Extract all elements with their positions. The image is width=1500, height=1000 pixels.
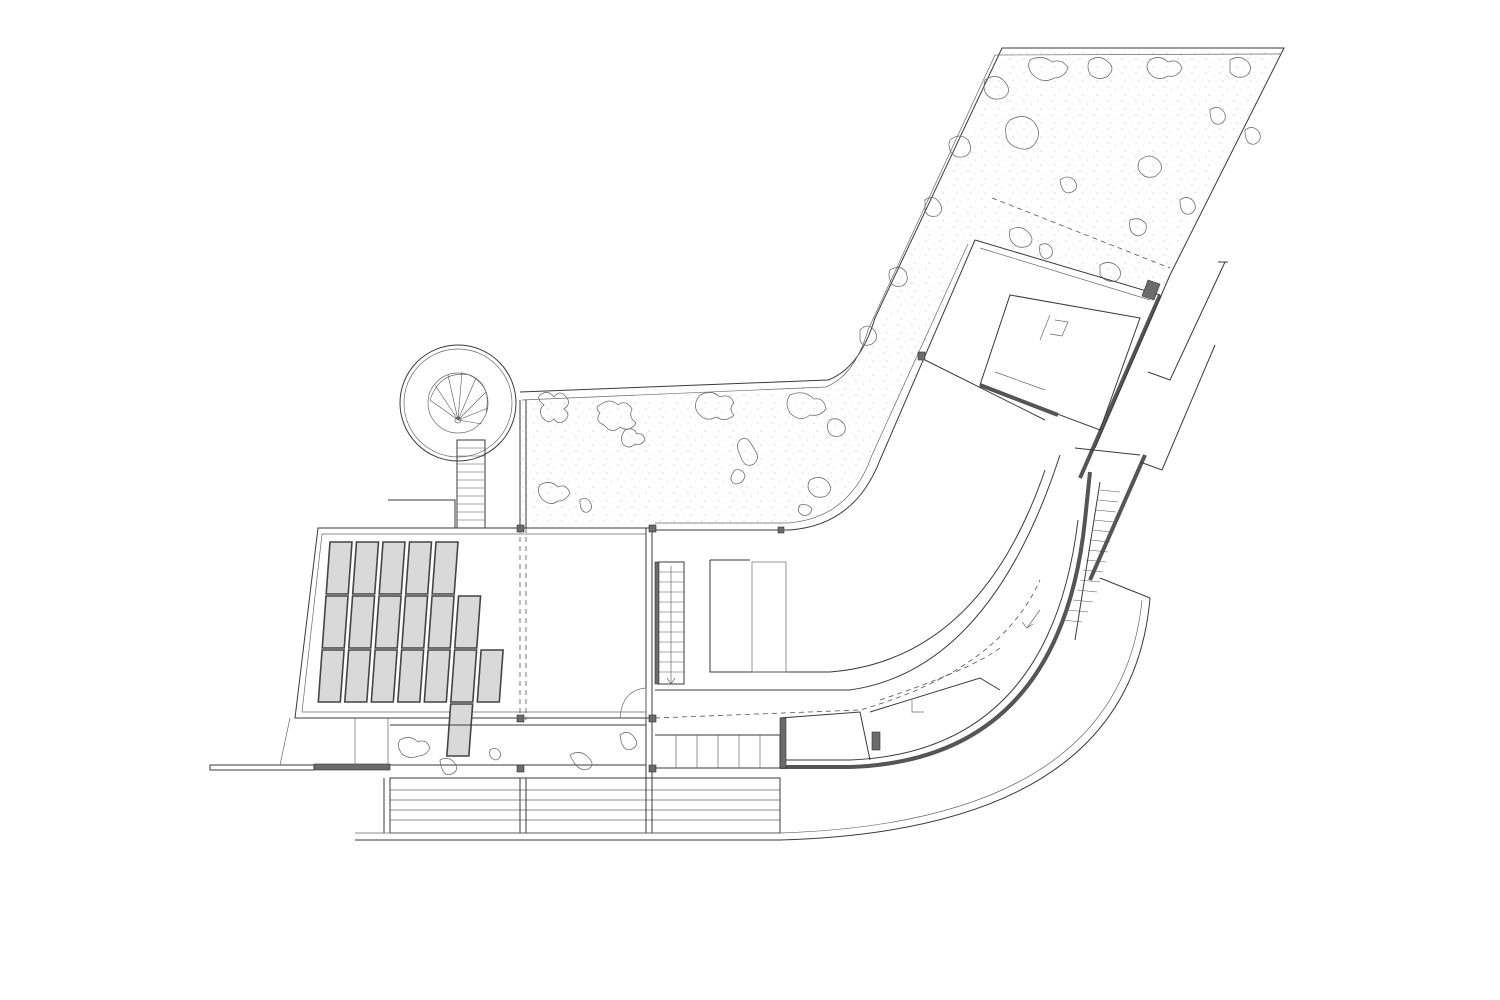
solar-panel (423, 649, 451, 703)
solar-panel (396, 649, 425, 703)
solar-panel (370, 649, 398, 703)
solar-panel (431, 541, 459, 595)
solar-panel (321, 595, 349, 649)
solar-panel (476, 649, 504, 703)
solar-panel (374, 595, 402, 649)
solar-panel (400, 595, 429, 649)
solar-panel-terrace (294, 499, 653, 757)
solar-panel (325, 541, 353, 595)
spiral-staircase (399, 344, 517, 529)
site-boundary (355, 577, 1151, 841)
solar-panel (427, 595, 455, 649)
solar-panel (343, 649, 372, 703)
solar-panel (404, 541, 433, 595)
solar-panel-array (317, 541, 504, 757)
solar-panel (449, 649, 478, 703)
solar-panel (378, 541, 406, 595)
solar-panel (446, 703, 474, 757)
building-structure (209, 197, 1228, 834)
solar-panel (317, 649, 345, 703)
solar-panel (351, 541, 380, 595)
green-roof-garden (519, 47, 1285, 531)
solar-panel (453, 595, 482, 649)
solar-panel (347, 595, 376, 649)
